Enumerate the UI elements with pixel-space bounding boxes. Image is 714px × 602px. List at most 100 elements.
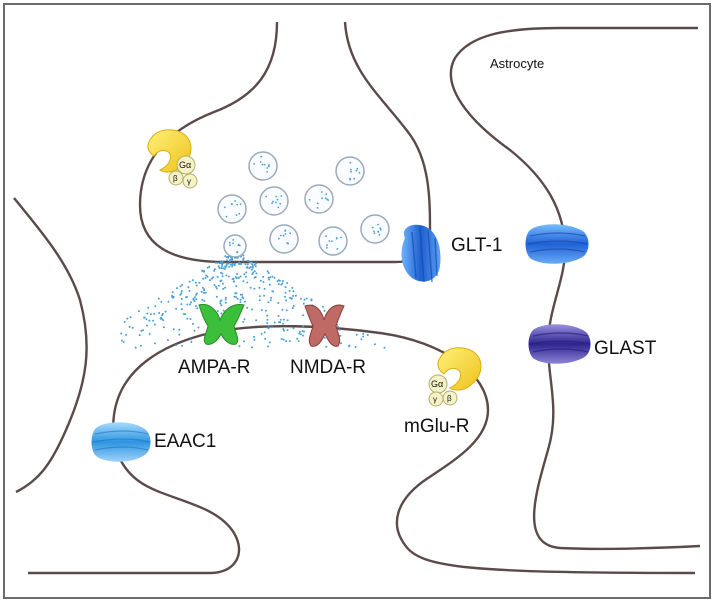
glutamate-dot: [294, 294, 297, 297]
glutamate-dot: [246, 306, 249, 309]
glutamate-dot: [194, 296, 196, 299]
glutamate-dot: [354, 346, 357, 348]
glutamate-dot: [123, 320, 126, 323]
glutamate-dot: [192, 297, 195, 300]
vesicle-glutamate-dot: [379, 227, 382, 230]
glutamate-dot: [161, 312, 164, 315]
glutamate-dot: [188, 280, 191, 283]
glutamate-dot: [266, 318, 269, 321]
glutamate-dot: [229, 258, 232, 261]
glutamate-dot: [227, 262, 230, 265]
glutamate-dot: [220, 304, 223, 307]
glutamate-dot: [281, 308, 284, 311]
glutamate-dot: [271, 290, 274, 293]
glutamate-dot: [310, 299, 313, 302]
glutamate-dot: [278, 321, 281, 324]
glutamate-dot: [267, 301, 270, 304]
glutamate-dot: [131, 326, 134, 329]
glutamate-dot: [185, 296, 188, 298]
glutamate-dot: [264, 337, 267, 340]
glutamate-dot: [234, 276, 237, 278]
vesicle-glutamate-dot: [289, 232, 292, 235]
glutamate-dot: [243, 340, 245, 343]
vesicle: [248, 151, 278, 181]
glutamate-dot: [239, 298, 242, 301]
glutamate-dot: [303, 330, 305, 333]
g-gamma-label: γ: [187, 177, 191, 186]
glutamate-dot: [285, 340, 288, 343]
glutamate-dot: [235, 285, 238, 288]
glutamate-dot: [250, 346, 253, 349]
vesicle-glutamate-dot: [320, 191, 323, 193]
glutamate-dot: [366, 334, 369, 336]
glutamate-dot: [298, 332, 301, 335]
mglu-g-alpha-label: Gα: [431, 379, 443, 389]
glutamate-dot: [277, 283, 280, 285]
vesicle: [360, 214, 390, 244]
glutamate-dot: [180, 298, 183, 300]
vesicle-glutamate-dot: [225, 215, 228, 218]
glutamate-dot: [264, 309, 267, 312]
glutamate-dot: [290, 297, 293, 300]
glutamate-dot: [188, 289, 191, 292]
glutamate-dot: [299, 297, 302, 300]
glutamate-dot: [162, 319, 165, 322]
nmda-label: NMDA-R: [290, 357, 366, 378]
glutamate-dot: [271, 275, 274, 278]
vesicle-contents: [223, 155, 382, 254]
glutamate-dot: [284, 291, 287, 294]
glutamate-dot: [284, 295, 286, 298]
glutamate-dot: [219, 271, 222, 274]
glutamate-dot: [224, 298, 227, 301]
glutamate-dot: [233, 264, 236, 267]
glutamate-dot: [153, 312, 156, 315]
glutamate-dot: [269, 299, 272, 302]
glutamate-dot: [251, 266, 254, 269]
glutamate-dot: [242, 257, 245, 260]
glutamate-dot: [259, 279, 262, 282]
glutamate-dot: [231, 265, 234, 268]
glutamate-dot: [194, 281, 197, 284]
vesicle-glutamate-dot: [377, 231, 380, 233]
glutamate-dot: [282, 322, 285, 325]
glutamate-dot: [302, 302, 305, 305]
glutamate-dot: [243, 273, 246, 276]
vesicle-glutamate-dot: [275, 201, 277, 204]
glast-transporter-icon: [528, 324, 591, 364]
glutamate-dot: [154, 305, 157, 308]
glutamate-dot: [198, 281, 201, 284]
glutamate-dot: [208, 279, 211, 282]
glutamate-dot: [222, 309, 225, 312]
glutamate-dot: [277, 315, 280, 317]
glutamate-dot: [258, 299, 261, 302]
vesicle-glutamate-dot: [280, 195, 283, 197]
vesicle: [335, 156, 365, 186]
glutamate-dot: [216, 261, 219, 264]
glutamate-dot: [246, 263, 249, 266]
glutamate-dot: [154, 342, 156, 345]
glutamate-dot: [214, 285, 217, 288]
astrocyte-glt1-transporter-icon: [525, 224, 589, 264]
vesicle-glutamate-dot: [327, 199, 330, 202]
glutamate-dot: [242, 254, 245, 257]
glutamate-dot: [179, 285, 182, 288]
glutamate-dot: [268, 278, 271, 281]
vesicle: [259, 186, 289, 216]
glutamate-dot: [253, 276, 256, 279]
glutamate-dot: [213, 269, 216, 272]
glutamate-dot: [292, 290, 295, 293]
vesicle-glutamate-dot: [377, 223, 379, 226]
glutamate-dot: [242, 320, 245, 323]
glutamate-dot: [281, 280, 284, 282]
glutamate-dot: [373, 343, 376, 346]
mglu-g-beta-label: β: [447, 394, 452, 403]
glutamate-dot: [227, 275, 230, 278]
glutamate-dot: [336, 325, 339, 328]
glutamate-dot: [187, 286, 190, 289]
glutamate-dot: [266, 314, 269, 317]
glutamate-dot: [238, 261, 241, 264]
vesicle-glutamate-dot: [237, 243, 240, 246]
glutamate-dot: [247, 259, 249, 262]
glutamate-dot: [255, 262, 257, 265]
